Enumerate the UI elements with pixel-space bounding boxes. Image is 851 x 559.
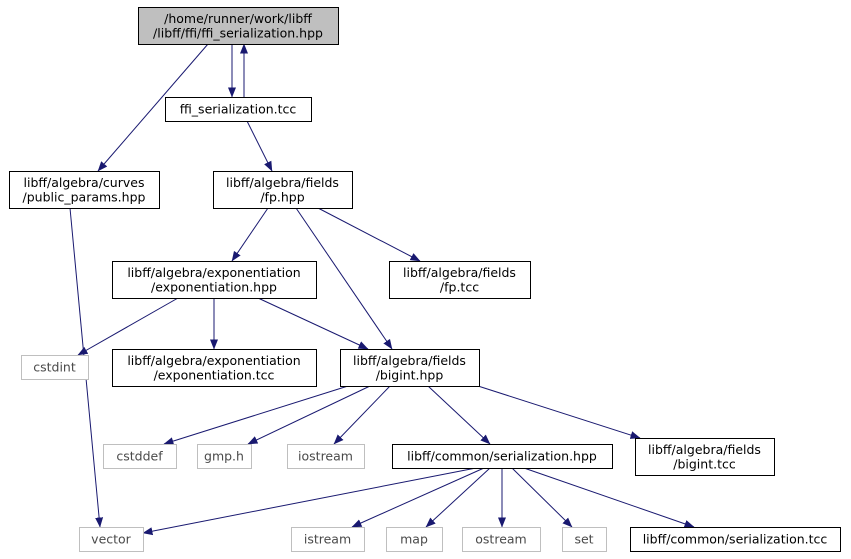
node-box: [103, 444, 177, 469]
node-box: [340, 349, 480, 387]
node-label-line: cstddef: [116, 449, 163, 464]
node-cstddef: cstddef: [103, 444, 177, 469]
node-label-line: cstdint: [33, 360, 76, 375]
node-box: [138, 7, 339, 45]
node-box: [287, 444, 365, 469]
node-label-line: libff/common/serialization.tcc: [643, 532, 828, 547]
nodes-layer: /home/runner/work/libff/libff/ffi/ffi_se…: [9, 7, 841, 552]
node-bigint_tcc[interactable]: libff/algebra/fields/bigint.tcc: [635, 438, 775, 476]
node-box: [197, 444, 252, 469]
node-fp_hpp[interactable]: libff/algebra/fields/fp.hpp: [213, 171, 353, 209]
node-label-line: /public_params.hpp: [23, 189, 146, 204]
edge-ffi_tcc-to-fp_hpp: [246, 120, 273, 172]
node-label-line: /bigint.hpp: [376, 367, 444, 382]
node-label-line: libff/common/serialization.hpp: [407, 449, 597, 464]
node-expo_hpp[interactable]: libff/algebra/exponentiation/exponentiat…: [112, 261, 317, 299]
node-label-line: vector: [91, 532, 132, 547]
node-expo_tcc[interactable]: libff/algebra/exponentiation/exponentiat…: [112, 349, 317, 387]
node-label-line: map: [400, 532, 428, 547]
node-vector: vector: [79, 527, 144, 552]
node-label-line: libff/algebra/fields: [353, 353, 466, 368]
node-box: [635, 438, 775, 476]
edge-ser_hpp-to-vector: [142, 467, 477, 536]
node-iostream: iostream: [287, 444, 365, 469]
node-box: [9, 171, 160, 209]
node-box: [386, 527, 443, 552]
node-box: [213, 171, 353, 209]
node-bigint_hpp[interactable]: libff/algebra/fields/bigint.hpp: [340, 349, 480, 387]
node-box: [165, 97, 312, 122]
node-root[interactable]: /home/runner/work/libff/libff/ffi/ffi_se…: [138, 7, 339, 45]
node-box: [112, 349, 317, 387]
edge-root-to-public_params: [97, 43, 209, 172]
edge-bigint_hpp-to-ser_hpp: [427, 385, 491, 445]
edge-fp_hpp-to-fp_tcc: [317, 207, 421, 262]
node-fp_tcc[interactable]: libff/algebra/fields/fp.tcc: [389, 261, 531, 299]
node-label-line: libff/algebra/fields: [648, 442, 761, 457]
node-box: [79, 527, 144, 552]
node-label-line: libff/algebra/exponentiation: [127, 353, 300, 368]
node-set: set: [562, 527, 607, 552]
edge-expo_hpp-to-bigint_hpp: [257, 297, 369, 350]
node-label-line: /fp.hpp: [260, 189, 304, 204]
node-box: [389, 261, 531, 299]
node-label-line: libff/algebra/curves: [24, 175, 145, 190]
node-map: map: [386, 527, 443, 552]
node-label-line: istream: [304, 532, 351, 547]
edge-fp_hpp-to-bigint_hpp: [295, 207, 393, 350]
node-box: [112, 261, 317, 299]
node-box: [462, 527, 541, 552]
node-label-line: gmp.h: [204, 449, 244, 464]
node-istream: istream: [291, 527, 365, 552]
edge-bigint_hpp-to-iostream: [333, 385, 391, 445]
edge-expo_hpp-to-cstdint: [77, 297, 179, 356]
edge-fp_hpp-to-expo_hpp: [231, 207, 269, 262]
node-cstdint: cstdint: [21, 355, 89, 380]
node-gmp: gmp.h: [197, 444, 252, 469]
edge-ser_hpp-to-set: [511, 467, 573, 528]
node-label-line: ffi_serialization.tcc: [180, 102, 297, 117]
edge-bigint_hpp-to-bigint_tcc: [477, 385, 641, 439]
node-label-line: /exponentiation.hpp: [151, 279, 277, 294]
node-ffi_tcc[interactable]: ffi_serialization.tcc: [165, 97, 312, 122]
node-public_params[interactable]: libff/algebra/curves/public_params.hpp: [9, 171, 160, 209]
edge-bigint_hpp-to-gmp: [247, 385, 371, 445]
node-label-line: libff/algebra/fields: [403, 265, 516, 280]
node-label-line: ostream: [475, 532, 526, 547]
node-ser_tcc[interactable]: libff/common/serialization.tcc: [630, 527, 841, 552]
edge-ser_hpp-to-ser_tcc: [523, 467, 695, 528]
node-label-line: set: [574, 532, 593, 547]
edges-layer: [69, 43, 695, 536]
node-label-line: /home/runner/work/libff: [164, 11, 312, 26]
node-box: [21, 355, 89, 380]
node-ser_hpp[interactable]: libff/common/serialization.hpp: [392, 444, 613, 469]
edge-ser_hpp-to-istream: [351, 467, 485, 528]
node-box: [562, 527, 607, 552]
node-ostream: ostream: [462, 527, 541, 552]
node-label-line: libff/algebra/exponentiation: [127, 265, 300, 280]
node-label-line: iostream: [298, 449, 353, 464]
node-label-line: /bigint.tcc: [673, 456, 736, 471]
node-box: [392, 444, 613, 469]
node-box: [291, 527, 365, 552]
node-label-line: /libff/ffi/ffi_serialization.hpp: [153, 25, 323, 40]
node-label-line: /fp.tcc: [440, 279, 479, 294]
edge-bigint_hpp-to-cstddef: [163, 385, 349, 445]
edge-ser_hpp-to-map: [425, 467, 491, 528]
node-box: [630, 527, 841, 552]
node-label-line: libff/algebra/fields: [226, 175, 339, 190]
node-label-line: /exponentiation.tcc: [154, 367, 275, 382]
